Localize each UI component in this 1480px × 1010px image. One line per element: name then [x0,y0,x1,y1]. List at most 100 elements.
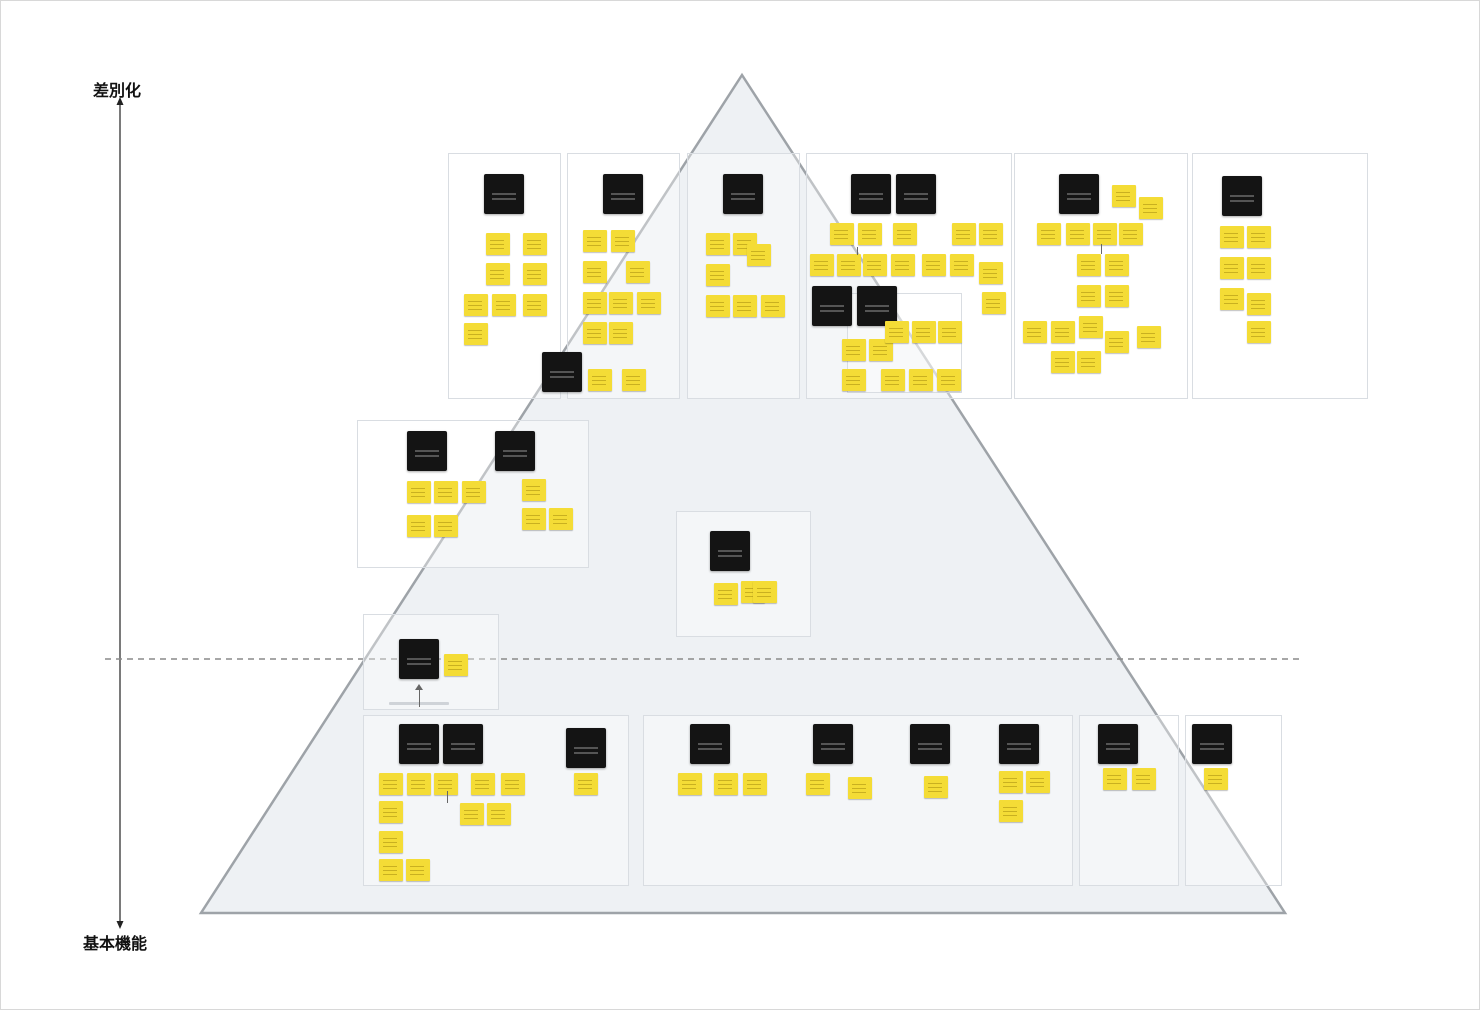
sticky-note [1026,771,1050,793]
card-text-lines [407,743,431,745]
sticky-note [858,223,882,245]
sticky-note [1112,185,1136,207]
sticky-note [999,771,1023,793]
sticky-note [1220,288,1244,310]
sticky-note [1105,285,1129,307]
sticky-note [574,773,598,795]
sticky-note [830,223,854,245]
sticky-note [523,263,547,285]
sticky-note [909,369,933,391]
sticky-note [549,508,573,530]
axis-bottom-label: 基本機能 [83,934,148,953]
cluster-frame [1079,715,1179,886]
sticky-note [863,254,887,276]
sticky-note [1077,285,1101,307]
sticky-note [434,773,458,795]
sticky-note [937,369,961,391]
header-card [542,352,582,392]
axis-arrow-down-icon [116,921,124,929]
sticky-note [922,254,946,276]
sticky-note [523,233,547,255]
sticky-note [588,369,612,391]
sticky-note [1247,321,1271,343]
sticky-note [753,581,777,603]
sticky-note [434,481,458,503]
sticky-note [487,803,511,825]
card-text-lines [865,305,889,307]
sticky-note [379,801,403,823]
sticky-note [842,339,866,361]
header-card [813,724,853,764]
header-card [999,724,1039,764]
sticky-note [407,773,431,795]
sticky-note [743,773,767,795]
sticky-note [924,776,948,798]
sticky-note [952,223,976,245]
cluster-frame [1192,153,1368,399]
sticky-note [1105,254,1129,276]
sticky-note [1051,321,1075,343]
card-text-lines [1007,743,1031,745]
card-text-lines [407,658,431,660]
cluster-frame [806,153,1012,399]
sticky-note [1204,768,1228,790]
sticky-note [714,583,738,605]
sticky-note [1051,351,1075,373]
cluster-frame [1014,153,1188,399]
sticky-note [1066,223,1090,245]
sticky-note [637,292,661,314]
connector-line [857,247,858,255]
sticky-note [464,323,488,345]
cluster-frame [676,511,811,637]
sticky-note [837,254,861,276]
sticky-note [522,479,546,501]
axis-arrow-up-icon [116,97,124,105]
sticky-note [486,263,510,285]
card-text-lines [918,743,942,745]
sticky-note [912,321,936,343]
sticky-note [706,264,730,286]
card-text-lines [1067,193,1091,195]
sticky-note [1247,293,1271,315]
card-text-lines [550,371,574,373]
sticky-note [379,859,403,881]
sticky-note [869,339,893,361]
sticky-note [1077,351,1101,373]
sticky-note [733,295,757,317]
sticky-note [444,654,468,676]
sticky-note [678,773,702,795]
header-card [851,174,891,214]
sticky-note [938,321,962,343]
sticky-note [406,859,430,881]
card-text-lines [904,193,928,195]
header-card [710,531,750,571]
sticky-note [1247,226,1271,248]
header-card [723,174,763,214]
card-text-lines [859,193,883,195]
sticky-note [626,261,650,283]
card-text-lines [1200,743,1224,745]
sticky-note [1023,321,1047,343]
sticky-note [1093,223,1117,245]
sticky-note [622,369,646,391]
sticky-note [891,254,915,276]
sticky-note [583,261,607,283]
sticky-note [460,803,484,825]
sticky-note [522,508,546,530]
sticky-note [999,800,1023,822]
sticky-note [1077,254,1101,276]
connector-line [419,687,420,707]
card-text-lines [731,193,755,195]
sticky-note [407,481,431,503]
sticky-note [810,254,834,276]
card-text-lines [698,743,722,745]
sticky-note [747,244,771,266]
card-text-lines [718,550,742,552]
sticky-note [583,230,607,252]
header-card [1222,176,1262,216]
card-text-lines [1106,743,1130,745]
sticky-note [1220,257,1244,279]
sticky-note [1132,768,1156,790]
sticky-note [1037,223,1061,245]
